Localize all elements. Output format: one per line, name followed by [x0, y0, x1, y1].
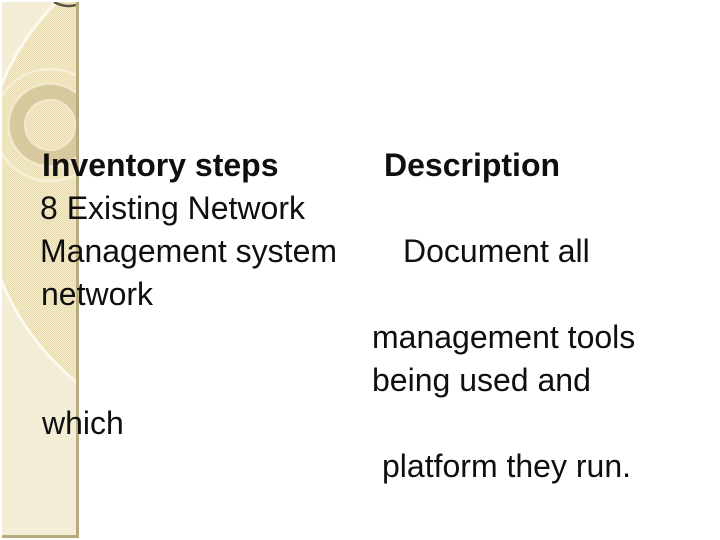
text-line-existing-network: 8 Existing Network — [40, 190, 305, 226]
inventory-steps-column-header: Inventory steps — [42, 147, 279, 183]
text-line-document-all: Document all — [403, 233, 590, 269]
ring-band-circle — [9, 84, 76, 166]
decorative-sidebar — [2, 2, 79, 538]
ring-outer-edge-circle — [7, 82, 76, 168]
text-line-which: which — [42, 405, 124, 441]
ring-inner-edge-circle — [24, 99, 76, 151]
text-line-being-used-and: being used and — [372, 362, 591, 398]
description-column-header: Description — [384, 147, 561, 183]
top-dark-notch-arc — [53, 2, 76, 8]
sidebar-ornament-graphic — [2, 2, 76, 535]
text-line-platform-they-run: platform they run. — [382, 448, 631, 484]
text-line-management-system: Management system — [40, 233, 338, 269]
ring-faint-outline-circle — [2, 67, 76, 183]
text-line-management-tools: management tools — [372, 319, 636, 355]
text-line-network: network — [41, 276, 154, 312]
